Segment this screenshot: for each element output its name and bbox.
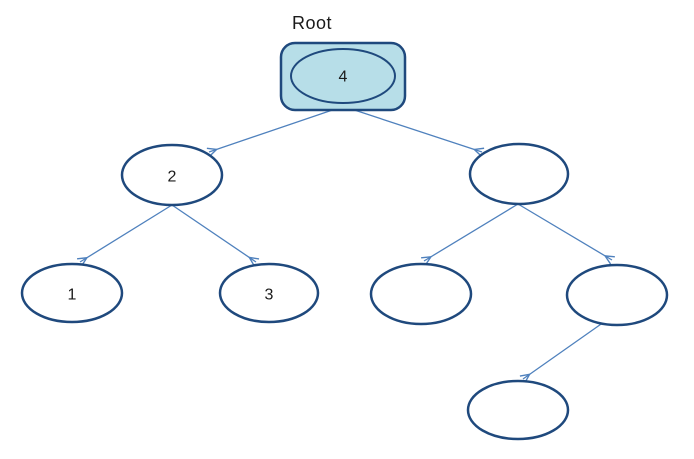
node-left-left-ellipse bbox=[20, 262, 124, 324]
node-left-ellipse bbox=[120, 143, 224, 207]
node-left: 2 bbox=[120, 143, 224, 207]
edge-left-leftleft bbox=[77, 204, 173, 267]
node-root: 4 bbox=[279, 41, 407, 112]
edge-rightright-child bbox=[519, 321, 605, 384]
edges bbox=[77, 101, 615, 384]
node-right-left bbox=[369, 262, 473, 326]
node-left-label: 2 bbox=[168, 169, 177, 186]
node-left-right: 3 bbox=[218, 262, 320, 324]
edge-right-rightleft bbox=[421, 203, 519, 266]
node-left-right-ellipse bbox=[218, 262, 320, 324]
node-right-right-ellipse bbox=[565, 263, 669, 327]
node-right-ellipse bbox=[468, 142, 570, 206]
edge-left-leftright bbox=[171, 204, 260, 267]
node-left-right-label: 3 bbox=[265, 287, 274, 304]
root-caption: Root bbox=[292, 13, 332, 33]
node-right-left-ellipse bbox=[369, 262, 473, 326]
edge-right-rightright bbox=[517, 203, 615, 265]
node-right-right-left bbox=[466, 379, 570, 441]
node-left-left: 1 bbox=[20, 262, 124, 324]
root-ellipse bbox=[290, 48, 396, 104]
node-root-label: 4 bbox=[339, 69, 348, 86]
node-right bbox=[468, 142, 570, 206]
node-left-left-label: 1 bbox=[68, 287, 77, 304]
node-right-right bbox=[565, 263, 669, 327]
node-right-right-left-ellipse bbox=[466, 379, 570, 441]
